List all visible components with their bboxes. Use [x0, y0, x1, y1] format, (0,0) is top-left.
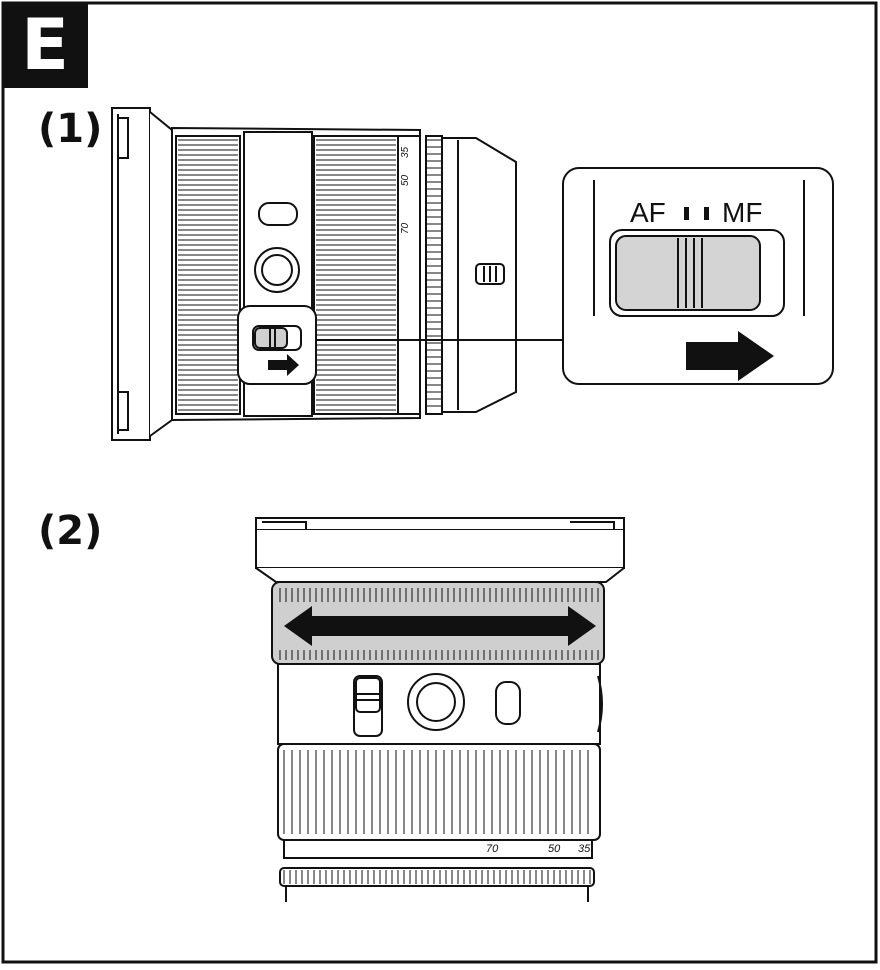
zoom-mark-50-top: 50: [548, 843, 561, 855]
zoom-scale-top: 70 50 35: [486, 843, 591, 855]
arrow-right-icon: [686, 331, 774, 381]
zoom-mark-70-top: 70: [486, 843, 499, 855]
step-label-2: (2): [38, 508, 103, 554]
callout-switch-knob: [615, 235, 761, 311]
rear-switch-grip: [483, 266, 497, 282]
double-arrow-icon: [284, 606, 596, 646]
small-switch-knob-lines: [269, 328, 276, 348]
zoom-mark-50: 50: [400, 174, 411, 186]
mount-ring-top-ribs: [283, 870, 591, 884]
lens-top-view: [255, 517, 625, 902]
front-cap-body: [255, 530, 625, 569]
zoom-scale-band: [283, 839, 593, 859]
small-arrow-right-icon: [268, 354, 299, 376]
section-badge: E: [2, 2, 88, 88]
hood-notch-top: [118, 117, 129, 159]
function-button-top: [495, 681, 521, 725]
front-cap-taper: [255, 567, 625, 583]
zoom-mark-70: 70: [400, 222, 411, 234]
lens-front-ring: [111, 107, 151, 441]
af-indicator-mark: [684, 207, 689, 220]
front-cap-notches: [262, 521, 615, 530]
mf-indicator-mark: [704, 207, 709, 220]
step-label-1: (1): [38, 106, 103, 152]
focus-hold-button-top-inner: [416, 682, 456, 722]
focus-hold-button-inner: [261, 254, 293, 286]
callout-rails: [593, 180, 805, 316]
control-band-edge: [597, 675, 603, 733]
lens-taper-front: [149, 111, 173, 437]
hood-notch-bottom: [118, 391, 129, 431]
mount-ring-legs: [285, 886, 589, 902]
zoom-scale-side: 35 50 70: [400, 146, 411, 234]
focus-ring-top: [277, 743, 601, 841]
focus-ring-ribs: [316, 139, 396, 411]
mf-label: MF: [722, 197, 762, 228]
front-cap-rim: [255, 517, 625, 531]
af-label: AF: [630, 197, 666, 228]
zoom-mark-35-top: 35: [578, 843, 591, 855]
zoom-ring-ribs: [178, 139, 238, 411]
mount-ring-ribs: [427, 139, 441, 407]
mount-ring: [425, 135, 443, 415]
lens-side-view: [111, 107, 563, 441]
top-switch-grip: [356, 693, 380, 701]
callout-switch-grip: [677, 238, 703, 308]
zoom-mark-35: 35: [400, 146, 411, 158]
mount-ring-top: [279, 867, 595, 887]
focus-ring-top-ribs: [283, 750, 589, 834]
function-button-side: [258, 202, 298, 226]
switch-callout: [562, 167, 834, 385]
zoom-ring-top-ribs: [279, 588, 599, 660]
zoom-scale-strip: [397, 135, 421, 415]
